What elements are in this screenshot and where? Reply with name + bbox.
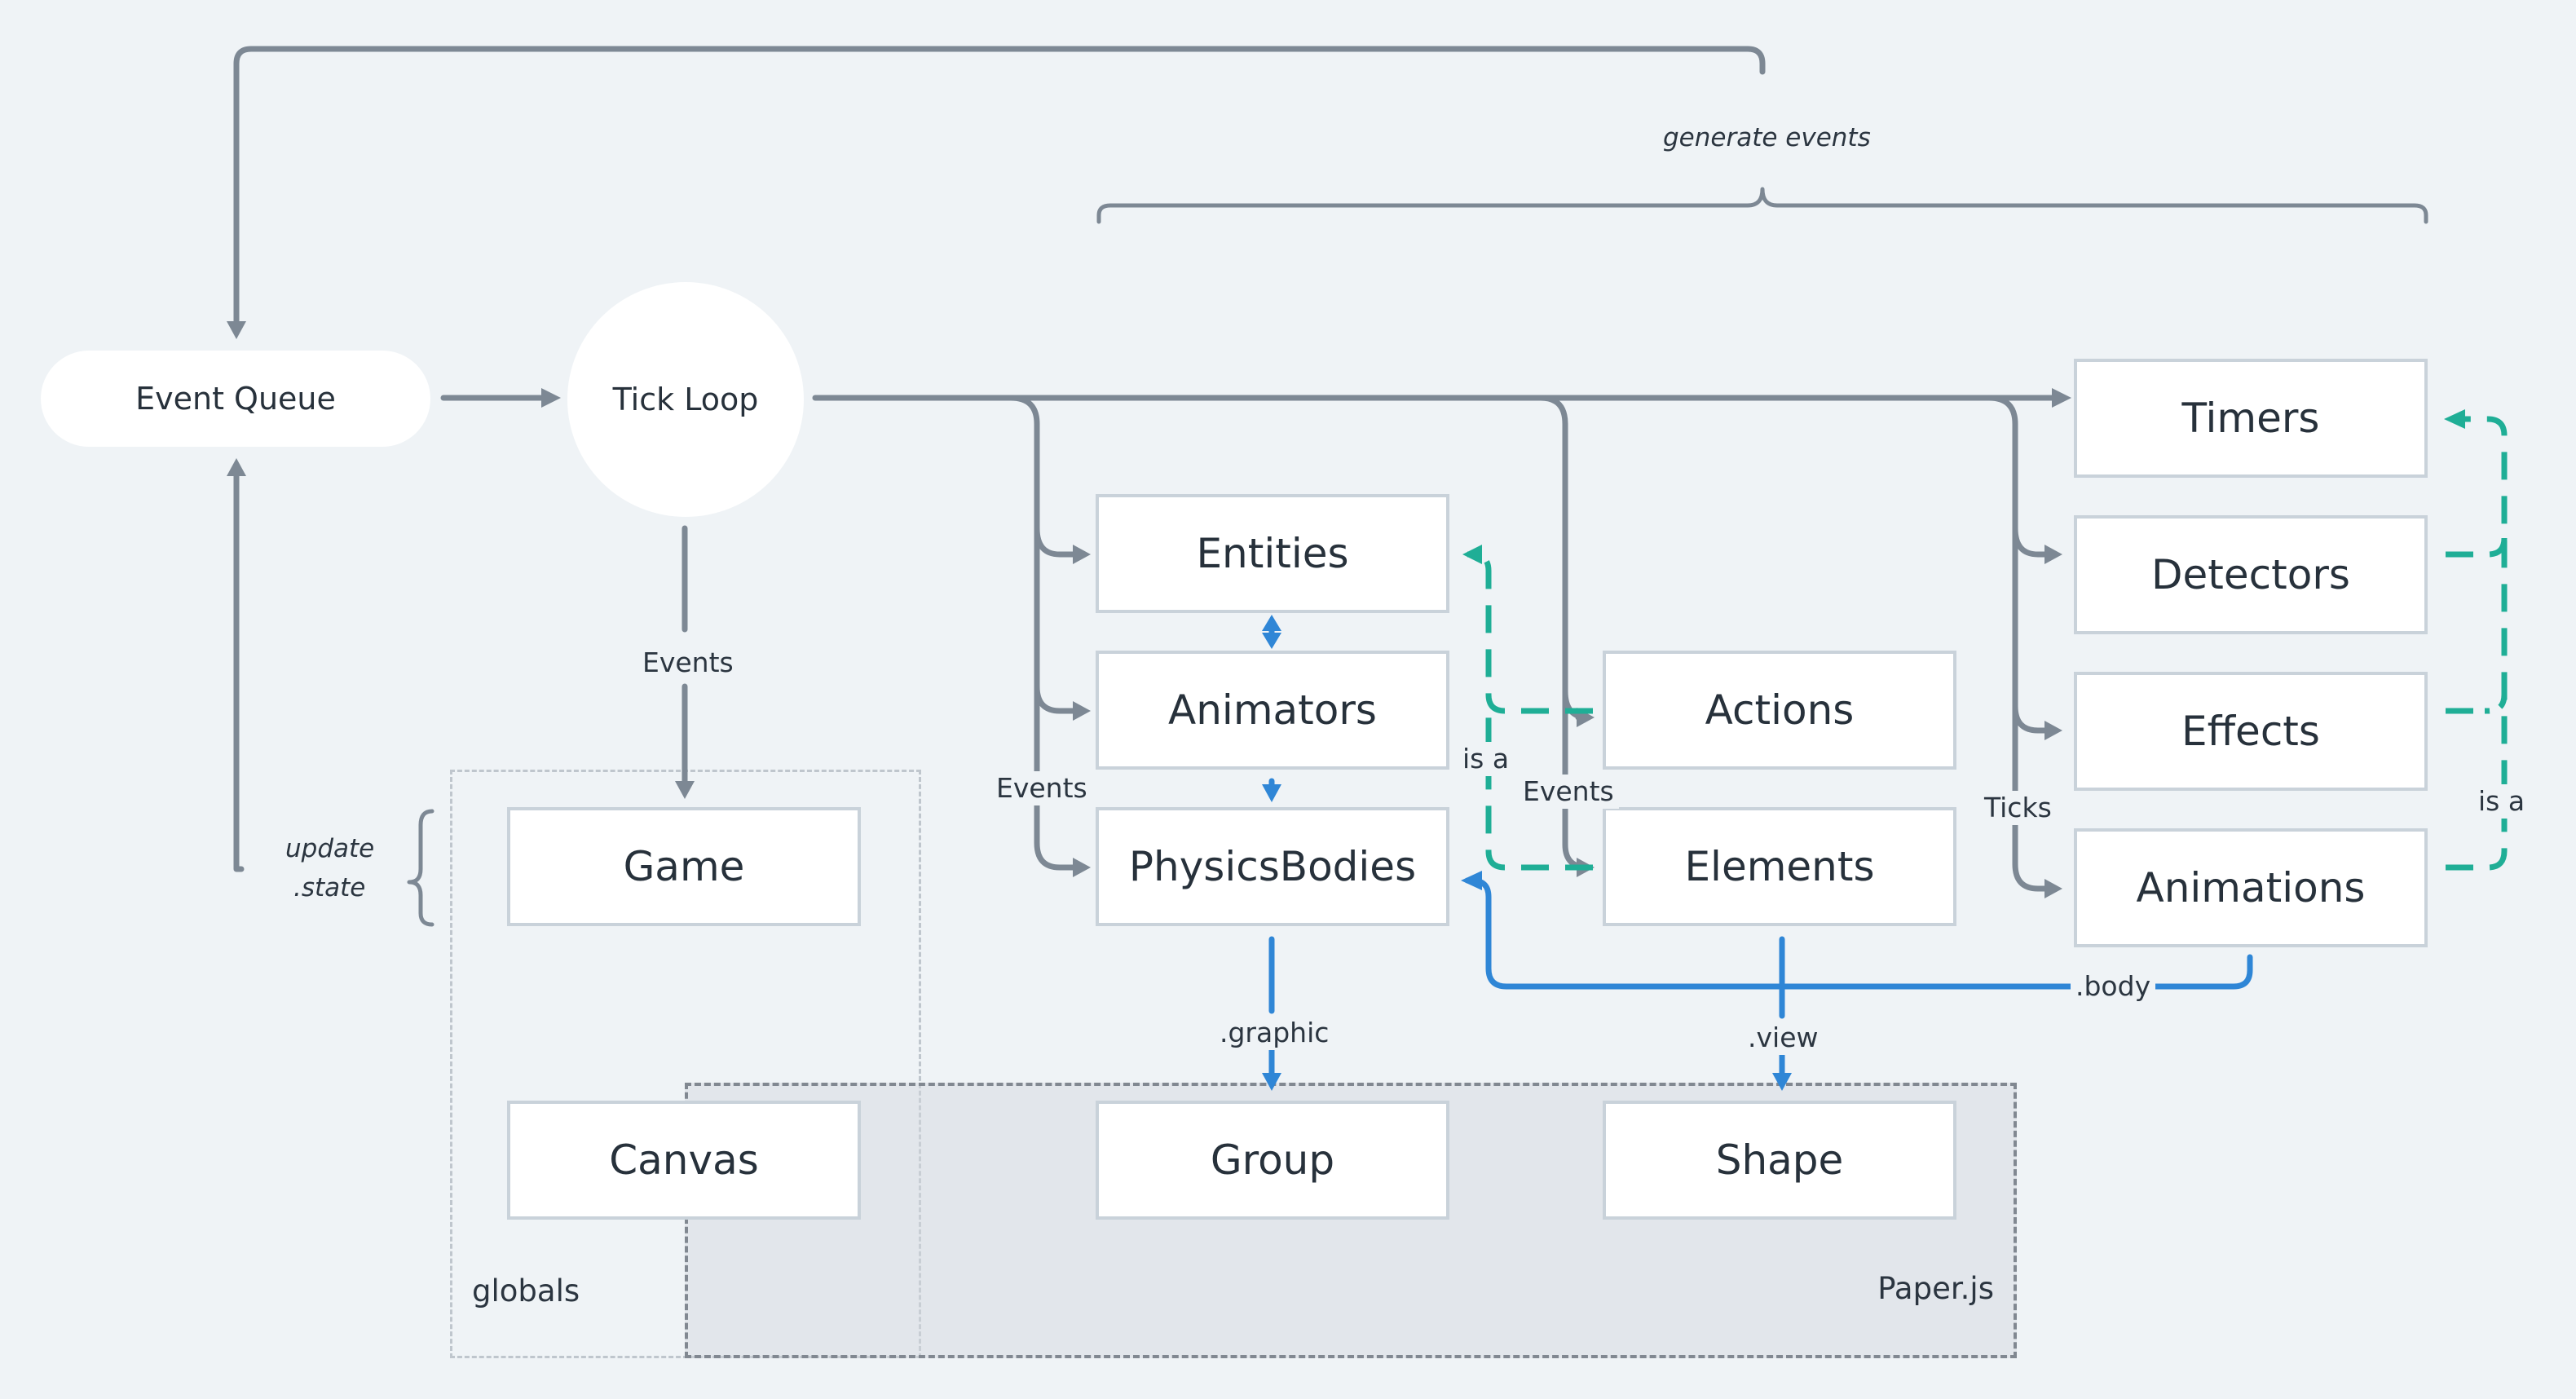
edge-body — [2150, 954, 2253, 990]
detectors-node[interactable]: Detectors — [2074, 515, 2428, 634]
actions-node[interactable]: Actions — [1603, 651, 1956, 770]
generate-events-label: generate events — [1663, 123, 1871, 152]
generate-events-brace — [1096, 187, 2428, 224]
animators-label: Animators — [1168, 686, 1377, 734]
effects-label: Effects — [2181, 708, 2320, 755]
paperjs-label: Paper.js — [1877, 1271, 1994, 1306]
globals-label: globals — [472, 1273, 580, 1309]
event-queue-label: Event Queue — [135, 381, 336, 417]
game-label: Game — [623, 843, 745, 890]
edge-is-a-right — [2446, 416, 2508, 871]
shape-label: Shape — [1715, 1136, 1844, 1184]
elements-label: Elements — [1684, 843, 1875, 890]
state-label: .state — [293, 873, 366, 903]
edge-generate-events-loop — [233, 46, 1766, 325]
body-label: .body — [2071, 969, 2156, 1004]
update-state-brace — [407, 809, 434, 927]
update-label: update — [285, 834, 375, 863]
canvas-node[interactable]: Canvas — [507, 1101, 861, 1220]
edge-branch-components — [1008, 395, 1078, 871]
physics-bodies-label: PhysicsBodies — [1128, 843, 1417, 890]
tick-loop-node[interactable]: Tick Loop — [567, 282, 804, 517]
is-a-right-label: is a — [2473, 784, 2530, 819]
event-queue-node[interactable]: Event Queue — [41, 351, 430, 447]
edge-is-a-left — [1467, 551, 1593, 714]
canvas-label: Canvas — [609, 1136, 759, 1184]
animations-node[interactable]: Animations — [2074, 828, 2428, 947]
group-label: Group — [1210, 1136, 1335, 1184]
timers-node[interactable]: Timers — [2074, 359, 2428, 478]
animators-node[interactable]: Animators — [1096, 651, 1449, 770]
edge-update-state — [233, 470, 245, 872]
game-node[interactable]: Game — [507, 807, 861, 926]
events-game-label: Events — [637, 646, 739, 680]
physics-bodies-node[interactable]: PhysicsBodies — [1096, 807, 1449, 926]
entities-node[interactable]: Entities — [1096, 494, 1449, 613]
graphic-label: .graphic — [1215, 1016, 1334, 1050]
shape-node[interactable]: Shape — [1603, 1101, 1956, 1220]
entities-label: Entities — [1196, 530, 1349, 577]
effects-node[interactable]: Effects — [2074, 672, 2428, 791]
ticks-label: Ticks — [1979, 791, 2057, 825]
edge-branch-ticks — [1986, 395, 2049, 892]
view-label: .view — [1743, 1021, 1824, 1055]
elements-node[interactable]: Elements — [1603, 807, 1956, 926]
detectors-label: Detectors — [2151, 551, 2350, 598]
timers-label: Timers — [2181, 395, 2320, 442]
animations-label: Animations — [2136, 864, 2366, 911]
events-behaviours-label: Events — [1518, 775, 1619, 809]
events-components-label: Events — [991, 771, 1092, 805]
is-a-left-label: is a — [1458, 742, 1515, 776]
group-node[interactable]: Group — [1096, 1101, 1449, 1220]
tick-loop-label: Tick Loop — [612, 382, 759, 417]
actions-label: Actions — [1705, 686, 1855, 734]
